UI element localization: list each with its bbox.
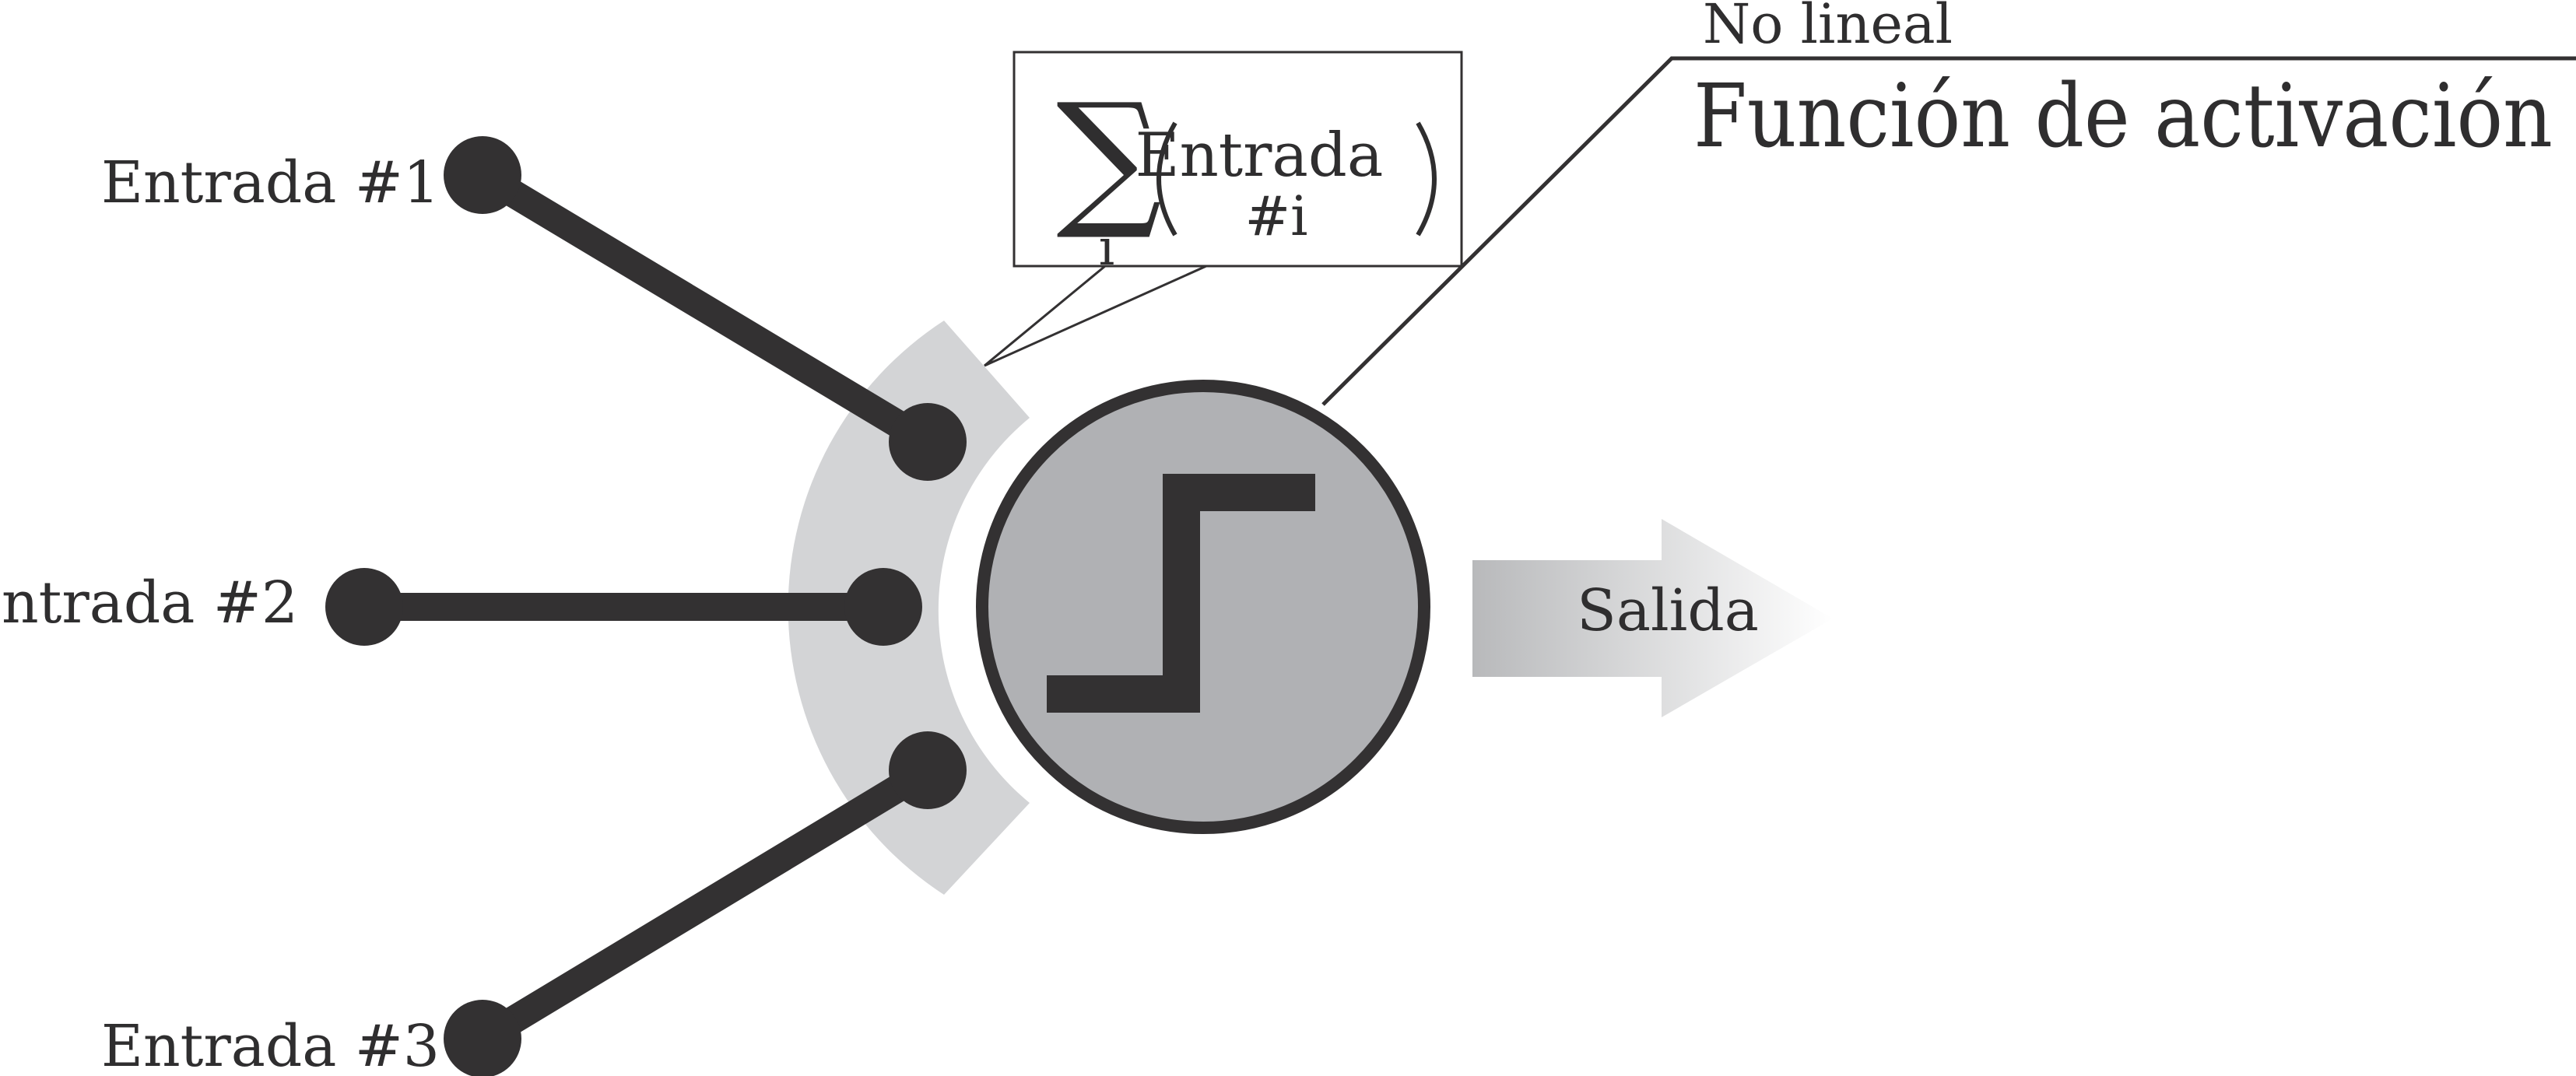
activation-callout-line (1321, 56, 2576, 406)
right-paren (1416, 121, 1437, 237)
weight-node-3 (889, 731, 967, 809)
input-node-2 (325, 568, 403, 646)
input-node-1 (444, 136, 521, 214)
summation-term-top: Entrada (1135, 121, 1384, 191)
step-function-icon (1047, 474, 1315, 713)
neuron-body (976, 380, 1430, 834)
output-label: Salida (1577, 577, 1759, 644)
input-node-3 (444, 1000, 521, 1076)
weight-node-1 (889, 403, 967, 481)
sigma-symbol: ∑ (1056, 72, 1162, 244)
activation-title: Función de activación (1693, 66, 2553, 167)
input-line-1 (475, 163, 935, 454)
summation-box (1013, 51, 1463, 268)
weight-node-2 (844, 568, 922, 646)
summation-term-bottom: #i (1244, 184, 1307, 248)
input-label-3: Entrada #3 (101, 1013, 440, 1076)
input-label-2: Entrada #2 (0, 570, 298, 636)
summation-callout-pointer (984, 265, 1207, 367)
left-paren (1156, 121, 1177, 237)
output-arrow (1472, 519, 1833, 717)
input-line-3 (475, 758, 935, 1051)
activation-qualifier: No lineal (1703, 0, 1953, 56)
summation-subscript: i (1099, 219, 1114, 277)
input-label-1: Entrada #1 (101, 149, 440, 216)
